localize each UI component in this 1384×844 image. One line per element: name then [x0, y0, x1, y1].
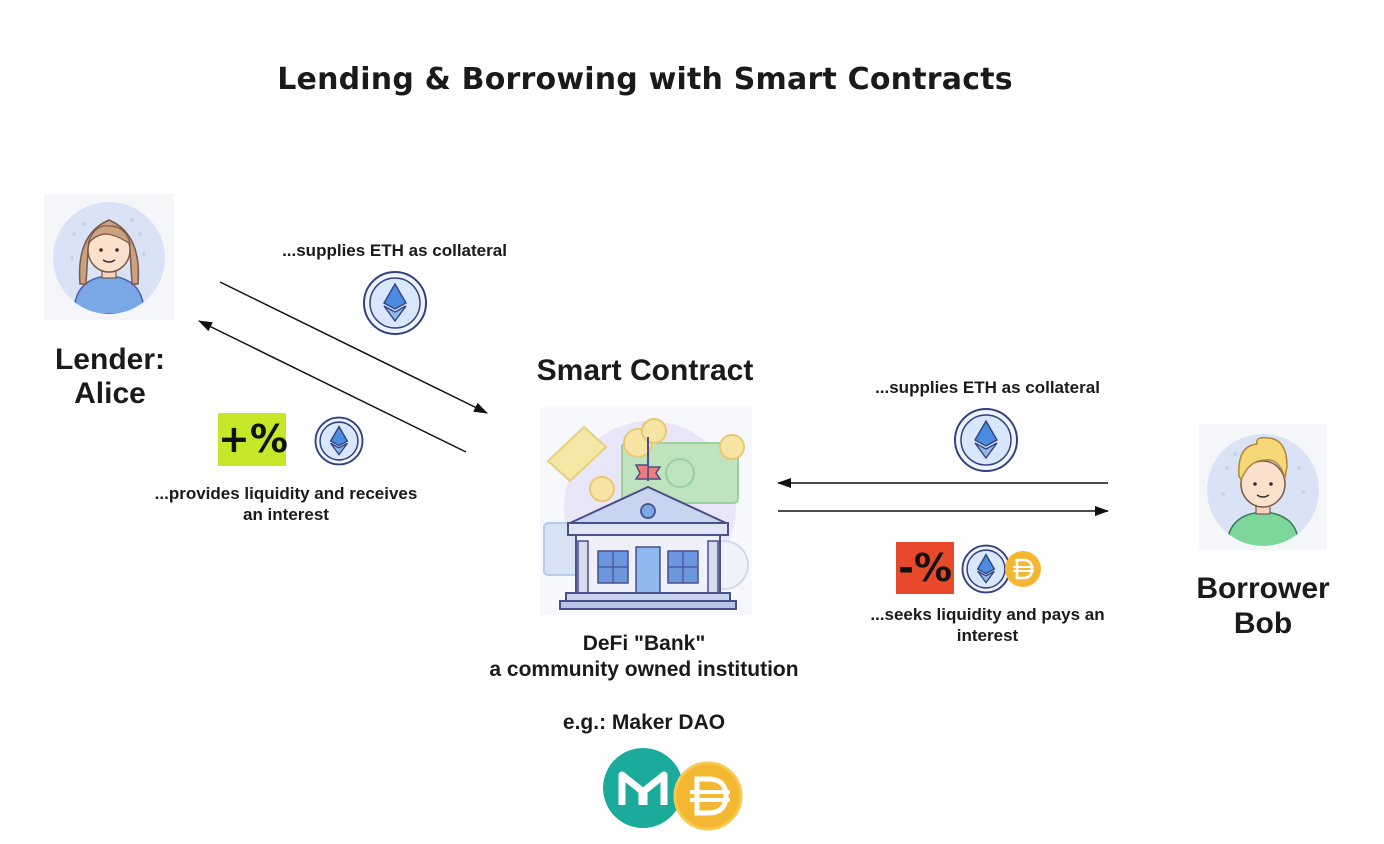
avatar-bob	[1199, 424, 1327, 550]
eth-coin-icon	[363, 271, 427, 335]
lender-name: Alice	[74, 377, 146, 410]
eth-coin-icon	[961, 544, 1011, 594]
plus-percent-badge: +%	[218, 413, 288, 466]
contract-heading: Smart Contract	[536, 354, 754, 387]
lender-receive-text-1: ...provides liquidity and receives	[154, 484, 418, 503]
eth-coin-icon	[954, 408, 1018, 472]
arrow-contract-to-alice	[198, 320, 467, 453]
diagram-title: Lending & Borrowing with Smart Contracts	[277, 62, 1013, 97]
dai-coin-icon	[673, 761, 743, 831]
lender-receive-text-2: an interest	[243, 505, 329, 524]
borrower-pay-text-1: ...seeks liquidity and pays an	[870, 605, 1105, 624]
arrow-alice-to-contract	[219, 281, 488, 414]
maker-logo-icon	[603, 748, 743, 831]
borrower-name: Bob	[1233, 607, 1293, 640]
minus-percent-badge: -%	[896, 542, 954, 594]
example-label: e.g.: Maker DAO	[562, 711, 726, 734]
bank-building-icon	[540, 407, 752, 615]
borrower-role: Borrower	[1196, 572, 1330, 605]
eth-coin-icon	[314, 416, 364, 466]
bank-line-2: a community owned institution	[489, 658, 799, 681]
lender-supply-text: ...supplies ETH as collateral	[282, 241, 507, 260]
borrower-pay-text-2: interest	[956, 626, 1019, 645]
bank-line-1: DeFi "Bank"	[582, 632, 706, 655]
borrower-supply-text: ...supplies ETH as collateral	[875, 378, 1100, 397]
avatar-alice	[44, 194, 174, 320]
lender-role: Lender:	[54, 343, 165, 376]
dai-coin-icon	[1005, 551, 1041, 587]
